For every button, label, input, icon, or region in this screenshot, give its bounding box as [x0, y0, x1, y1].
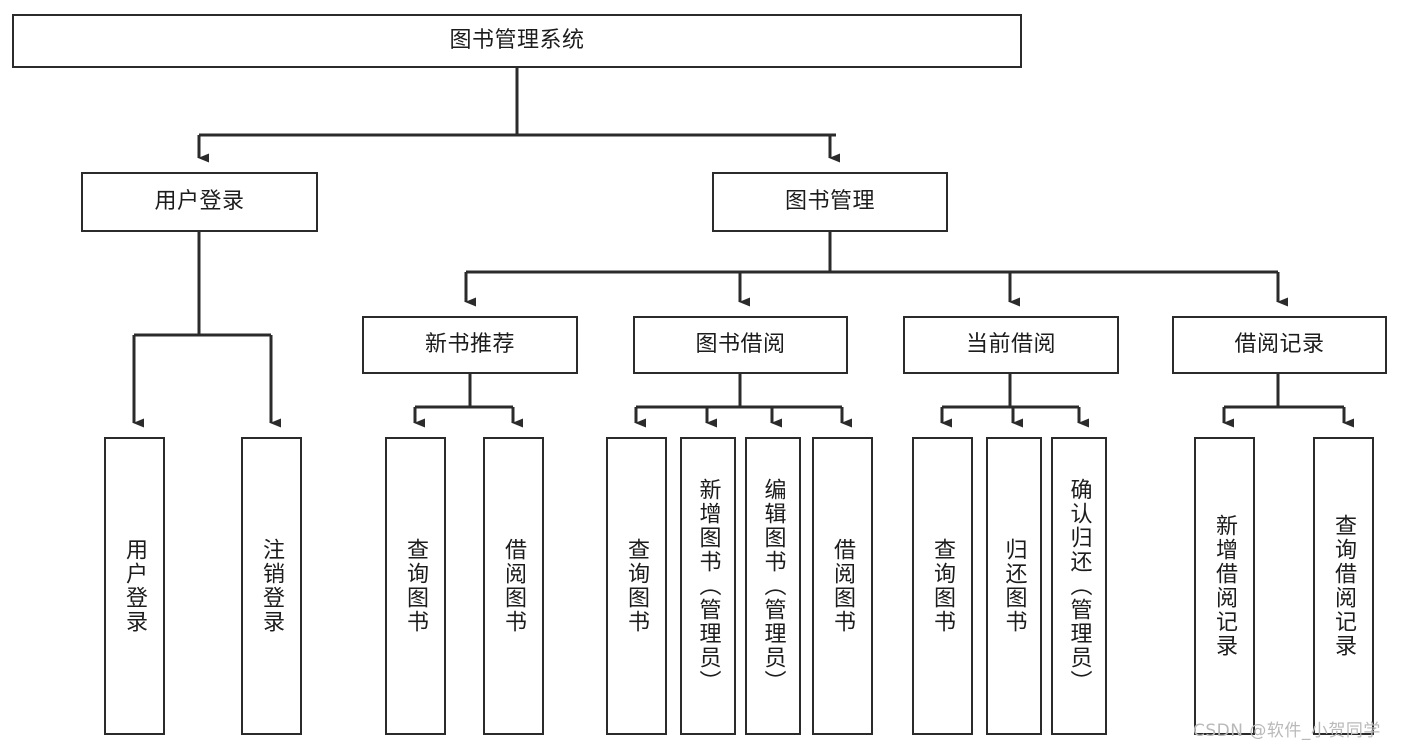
- node-user-login-label: 用户登录: [154, 189, 245, 215]
- node-book-manage-label: 图书管理: [784, 189, 875, 215]
- node-leaf-query-record-label: 查询借阅记录: [1331, 514, 1357, 658]
- node-borrow-record[interactable]: 借阅记录: [1172, 316, 1387, 374]
- node-book-manage[interactable]: 图书管理: [712, 172, 948, 232]
- node-new-book-recommend[interactable]: 新书推荐: [362, 316, 578, 374]
- node-leaf-add-record-label: 新增借阅记录: [1212, 514, 1238, 658]
- node-leaf-query-book-2[interactable]: 查询图书: [606, 437, 667, 735]
- node-leaf-return-book[interactable]: 归还图书: [986, 437, 1042, 735]
- csdn-watermark: CSDN @软件_小贺同学: [1193, 721, 1381, 741]
- node-leaf-edit-book-label: 编辑图书（管理员）: [760, 478, 786, 694]
- node-leaf-add-record[interactable]: 新增借阅记录: [1194, 437, 1255, 735]
- node-leaf-add-book[interactable]: 新增图书（管理员）: [680, 437, 736, 735]
- node-leaf-confirm-return-label: 确认归还（管理员）: [1066, 478, 1092, 694]
- node-leaf-query-record[interactable]: 查询借阅记录: [1313, 437, 1374, 735]
- node-borrow-record-label: 借阅记录: [1234, 332, 1325, 358]
- node-leaf-query-book-1[interactable]: 查询图书: [385, 437, 446, 735]
- node-leaf-add-book-label: 新增图书（管理员）: [695, 478, 721, 694]
- node-leaf-borrow-book-1[interactable]: 借阅图书: [483, 437, 544, 735]
- node-leaf-query-book-1-label: 查询图书: [403, 538, 429, 634]
- node-book-borrow-label: 图书借阅: [695, 332, 786, 358]
- node-new-book-recommend-label: 新书推荐: [424, 332, 515, 358]
- node-leaf-confirm-return[interactable]: 确认归还（管理员）: [1051, 437, 1107, 735]
- node-current-borrow[interactable]: 当前借阅: [903, 316, 1119, 374]
- node-user-login[interactable]: 用户登录: [81, 172, 318, 232]
- node-leaf-edit-book[interactable]: 编辑图书（管理员）: [745, 437, 801, 735]
- node-root-label: 图书管理系统: [449, 28, 585, 54]
- node-leaf-user-login[interactable]: 用户登录: [104, 437, 165, 735]
- node-book-borrow[interactable]: 图书借阅: [633, 316, 848, 374]
- node-leaf-borrow-book-2[interactable]: 借阅图书: [812, 437, 873, 735]
- node-leaf-borrow-book-1-label: 借阅图书: [501, 538, 527, 634]
- node-leaf-user-login-label: 用户登录: [122, 538, 148, 634]
- node-leaf-logout-label: 注销登录: [259, 538, 285, 634]
- node-leaf-query-book-2-label: 查询图书: [624, 538, 650, 634]
- node-leaf-return-book-label: 归还图书: [1001, 538, 1027, 634]
- node-current-borrow-label: 当前借阅: [965, 332, 1056, 358]
- node-leaf-query-book-3[interactable]: 查询图书: [912, 437, 973, 735]
- node-leaf-query-book-3-label: 查询图书: [930, 538, 956, 634]
- node-root[interactable]: 图书管理系统: [12, 14, 1022, 68]
- node-leaf-logout[interactable]: 注销登录: [241, 437, 302, 735]
- node-leaf-borrow-book-2-label: 借阅图书: [830, 538, 856, 634]
